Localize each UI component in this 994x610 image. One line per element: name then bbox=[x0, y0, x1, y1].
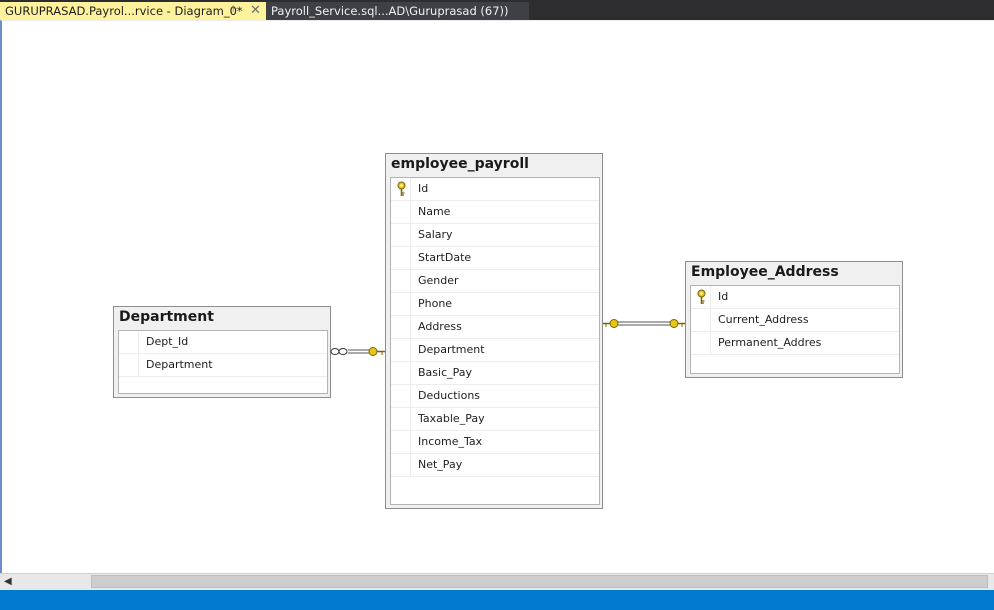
row-selector[interactable] bbox=[391, 362, 411, 384]
column-name: Net_Pay bbox=[418, 458, 463, 471]
column-name: Name bbox=[418, 205, 451, 218]
column-name: Phone bbox=[418, 297, 453, 310]
column-row[interactable]: Address bbox=[391, 316, 599, 339]
column-name: Department bbox=[146, 358, 213, 371]
column-row[interactable]: StartDate bbox=[391, 247, 599, 270]
status-bar bbox=[0, 590, 994, 610]
column-row[interactable]: Department bbox=[119, 354, 327, 377]
row-selector[interactable] bbox=[691, 309, 711, 331]
column-row[interactable]: Id bbox=[691, 286, 899, 309]
pin-icon[interactable]: ⊢ bbox=[232, 4, 241, 15]
scroll-left-arrow-icon[interactable]: ◀ bbox=[4, 576, 12, 587]
relationship-payroll-address bbox=[603, 319, 685, 328]
row-selector[interactable] bbox=[119, 331, 139, 353]
column-row[interactable]: Salary bbox=[391, 224, 599, 247]
row-selector[interactable] bbox=[119, 354, 139, 376]
row-selector[interactable] bbox=[391, 178, 411, 200]
row-selector[interactable] bbox=[391, 454, 411, 476]
column-row[interactable]: Basic_Pay bbox=[391, 362, 599, 385]
row-selector[interactable] bbox=[391, 408, 411, 430]
column-name: Current_Address bbox=[718, 313, 809, 326]
row-selector[interactable] bbox=[391, 431, 411, 453]
relationship-department-payroll bbox=[330, 347, 385, 356]
column-name: Id bbox=[418, 182, 429, 195]
column-row[interactable]: Taxable_Pay bbox=[391, 408, 599, 431]
tab-sql-query[interactable]: Payroll_Service.sql...AD\Guruprasad (67)… bbox=[266, 2, 529, 20]
scrollbar-thumb[interactable] bbox=[91, 575, 988, 588]
column-row[interactable]: Net_Pay bbox=[391, 454, 599, 477]
column-row[interactable]: Id bbox=[391, 178, 599, 201]
table-title: employee_payroll bbox=[391, 156, 529, 172]
primary-key-icon bbox=[397, 181, 406, 196]
column-name: Department bbox=[418, 343, 485, 356]
row-selector[interactable] bbox=[391, 224, 411, 246]
column-row[interactable]: Department bbox=[391, 339, 599, 362]
close-icon[interactable]: ✕ bbox=[250, 3, 261, 18]
column-name: Id bbox=[718, 290, 729, 303]
column-name: Gender bbox=[418, 274, 459, 287]
column-row[interactable]: Deductions bbox=[391, 385, 599, 408]
row-selector[interactable] bbox=[391, 316, 411, 338]
document-tab-strip: GURUPRASAD.Payrol...rvice - Diagram_0* ⊢… bbox=[0, 0, 994, 20]
tab-sql-query-label: Payroll_Service.sql...AD\Guruprasad (67)… bbox=[271, 4, 509, 18]
column-row[interactable]: Income_Tax bbox=[391, 431, 599, 454]
one-end-key-icon bbox=[603, 319, 619, 328]
column-row[interactable]: Gender bbox=[391, 270, 599, 293]
column-name: Salary bbox=[418, 228, 453, 241]
row-selector[interactable] bbox=[391, 270, 411, 292]
column-name: Deductions bbox=[418, 389, 481, 402]
row-selector[interactable] bbox=[391, 247, 411, 269]
horizontal-scrollbar[interactable]: ◀ bbox=[0, 573, 994, 590]
row-selector[interactable] bbox=[391, 339, 411, 361]
row-selector[interactable] bbox=[391, 201, 411, 223]
primary-key-icon bbox=[697, 289, 706, 304]
tab-diagram[interactable]: GURUPRASAD.Payrol...rvice - Diagram_0* ⊢… bbox=[0, 2, 266, 20]
one-end-key-icon bbox=[368, 347, 385, 356]
tab-diagram-label: GURUPRASAD.Payrol...rvice - Diagram_0* bbox=[5, 4, 243, 18]
column-row[interactable]: Permanent_Addres bbox=[691, 332, 899, 355]
column-row[interactable]: Current_Address bbox=[691, 309, 899, 332]
one-end-key-icon bbox=[669, 319, 685, 328]
column-name: Basic_Pay bbox=[418, 366, 473, 379]
column-name: Income_Tax bbox=[418, 435, 483, 448]
column-row[interactable]: Phone bbox=[391, 293, 599, 316]
column-name: Address bbox=[418, 320, 462, 333]
column-name: Permanent_Addres bbox=[718, 336, 822, 349]
many-end-icon bbox=[330, 348, 348, 355]
row-selector[interactable] bbox=[391, 293, 411, 315]
column-row[interactable]: Dept_Id bbox=[119, 331, 327, 354]
table-title: Department bbox=[119, 309, 214, 325]
row-selector[interactable] bbox=[691, 286, 711, 308]
column-name: Dept_Id bbox=[146, 335, 189, 348]
table-title: Employee_Address bbox=[691, 264, 839, 280]
row-selector[interactable] bbox=[391, 385, 411, 407]
column-name: StartDate bbox=[418, 251, 472, 264]
row-selector[interactable] bbox=[691, 332, 711, 354]
column-row[interactable]: Name bbox=[391, 201, 599, 224]
column-name: Taxable_Pay bbox=[418, 412, 485, 425]
